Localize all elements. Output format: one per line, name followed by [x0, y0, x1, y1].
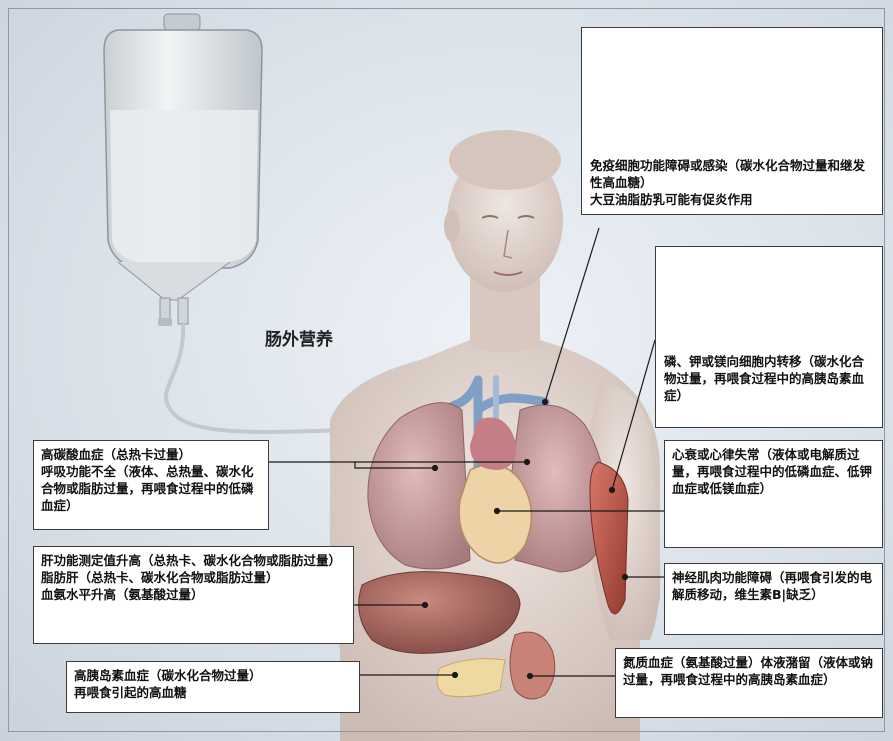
callout-kidney: 氮质血症（氨基酸过量）体液潴留（液体或钠过量，再喂食过程中的高胰岛素血症） — [615, 648, 883, 718]
callout-pancreas-line-1: 高胰岛素血症（碳水化合物过量） — [74, 667, 352, 684]
iv-bag — [104, 14, 262, 326]
callout-liver: 肝功能测定值升高（总热卡、碳水化合物或脂肪过量） 脂肪肝（总热卡、碳水化合物或脂… — [33, 546, 354, 644]
callout-liver-line-2: 脂肪肝（总热卡、碳水化合物或脂肪过量） — [41, 569, 346, 586]
callout-kidney-line-1: 氮质血症（氨基酸过量）体液潴留（液体或钠过量，再喂食过程中的高胰岛素血症） — [623, 654, 875, 688]
diagram-title: 肠外营养 — [265, 325, 333, 350]
callout-lungs: 高碳酸血症（总热卡过量） 呼吸功能不全（液体、总热量、碳水化合物或脂肪过量，再喂… — [33, 440, 269, 530]
callout-pancreas-line-2: 再喂食引起的高血糖 — [74, 684, 352, 701]
callout-liver-line-1: 肝功能测定值升高（总热卡、碳水化合物或脂肪过量） — [41, 552, 346, 569]
callout-immune-line-2: 大豆油脂肪乳可能有促炎作用 — [590, 191, 874, 208]
callout-phosphate-line-1: 磷、钾或镁向细胞内转移（碳水化合物过量，再喂食过程中的高胰岛素血症） — [664, 353, 874, 404]
callout-neuro-line-1: 神经肌肉功能障碍（再喂食引发的电解质移动，维生素B|缺乏） — [672, 569, 875, 603]
callout-neuro: 神经肌肉功能障碍（再喂食引发的电解质移动，维生素B|缺乏） — [664, 563, 883, 635]
callout-immune: 免疫细胞功能障碍或感染（碳水化合物过量和继发性高血糖） 大豆油脂肪乳可能有促炎作… — [583, 152, 881, 214]
callout-lungs-line-1: 高碳酸血症（总热卡过量） — [41, 446, 261, 463]
callout-pancreas: 高胰岛素血症（碳水化合物过量） 再喂食引起的高血糖 — [66, 661, 360, 713]
callout-phosphate: 磷、钾或镁向细胞内转移（碳水化合物过量，再喂食过程中的高胰岛素血症） — [657, 348, 881, 426]
callout-lungs-line-2: 呼吸功能不全（液体、总热量、碳水化合物或脂肪过量，再喂食过程中的低磷血症） — [41, 463, 261, 514]
callout-heart: 心衰或心律失常（液体或电解质过量，再喂食过程中的低磷血症、低钾血症或低镁血症） — [664, 440, 883, 548]
callout-heart-line-1: 心衰或心律失常（液体或电解质过量，再喂食过程中的低磷血症、低钾血症或低镁血症） — [672, 446, 875, 497]
callout-liver-line-3: 血氨水平升高（氨基酸过量） — [41, 586, 346, 603]
callout-immune-line-1: 免疫细胞功能障碍或感染（碳水化合物过量和继发性高血糖） — [590, 157, 874, 191]
